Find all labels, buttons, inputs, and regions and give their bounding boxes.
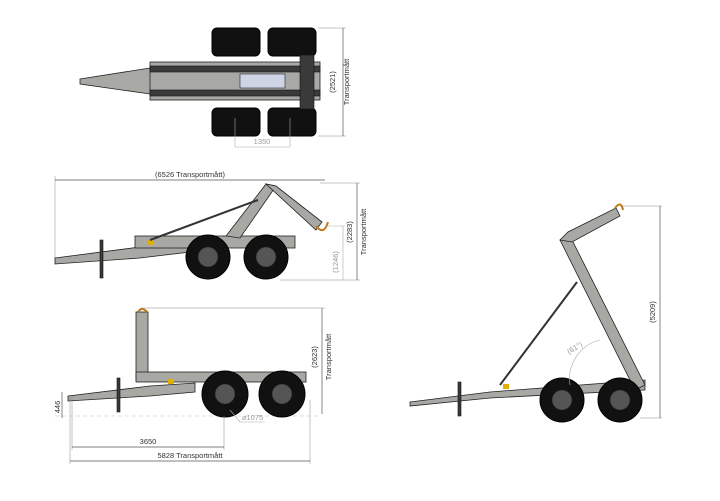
hook-arm-upper — [559, 207, 621, 243]
accent-mark — [503, 384, 509, 389]
height-dim: (2623) — [310, 346, 319, 368]
angle-dim: (61°) — [565, 340, 584, 356]
tipping-view: (61°) (5209) — [409, 203, 662, 423]
rim — [609, 389, 631, 411]
frame — [409, 379, 646, 407]
accent-mark — [148, 240, 154, 245]
height-note: Transportmått — [359, 208, 368, 255]
frame-rail — [149, 89, 321, 97]
axle-dim: 3650 — [140, 437, 157, 446]
hook-post — [135, 311, 149, 381]
side-view-folded: (6526 Transportmått) (2283) Transportmåt… — [54, 170, 368, 281]
tyre — [211, 27, 261, 57]
width-note: Transportmått — [342, 58, 351, 105]
hook — [137, 308, 148, 313]
jack-stand — [457, 381, 462, 417]
hook-arm-upper — [264, 183, 323, 231]
angle-arc — [569, 339, 601, 386]
strut — [499, 281, 578, 386]
frame-rail — [149, 65, 321, 73]
height-dim: (5209) — [648, 301, 657, 323]
length-dim: 5828 Transportmått — [157, 451, 223, 460]
hook-height-dim: (1246) — [331, 251, 340, 273]
wheel-dim: ⌀1075 — [242, 413, 263, 422]
rim — [271, 383, 293, 405]
jack-stand — [99, 239, 104, 279]
accent-mark — [168, 379, 174, 384]
jack-stand — [116, 377, 121, 413]
track-dim: 1350 — [254, 137, 271, 146]
length-dim: (6526 Transportmått) — [155, 170, 226, 179]
cylinder — [239, 73, 286, 89]
rim — [197, 246, 219, 268]
height-note: Transportmått — [324, 333, 333, 380]
rear-beam — [299, 54, 315, 110]
hook — [614, 203, 624, 211]
tyre — [211, 107, 261, 137]
drawbar — [67, 382, 196, 402]
side-view-raised: (2623) Transportmått ⌀1075 446 3650 5828… — [53, 307, 333, 464]
hitch-height-dim: 446 — [53, 401, 62, 414]
hook — [315, 221, 329, 232]
strut — [149, 199, 259, 241]
tyre — [267, 27, 317, 57]
hook-arm — [559, 235, 646, 391]
hook-arm — [225, 183, 277, 239]
width-dim: (2521) — [328, 71, 337, 93]
rim — [255, 246, 277, 268]
height-dim: (2283) — [345, 221, 354, 243]
rim — [551, 389, 573, 411]
tyre — [267, 107, 317, 137]
rim — [214, 383, 236, 405]
top-view: (2521) Transportmått 1350 — [79, 27, 351, 148]
